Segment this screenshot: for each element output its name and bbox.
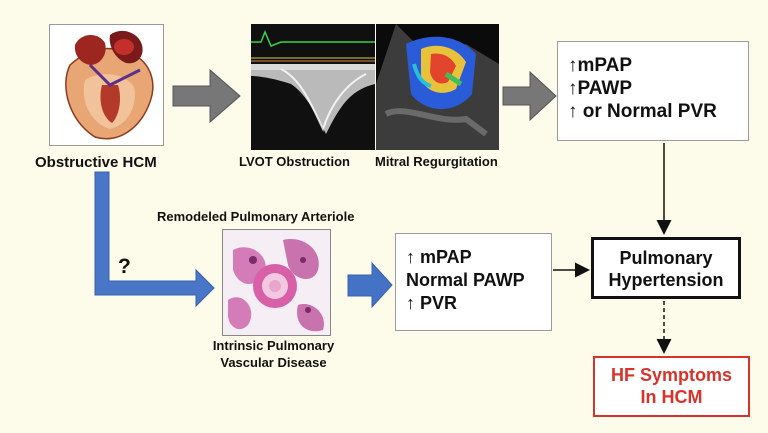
box-mid-line1: ↑ mPAP bbox=[406, 247, 472, 267]
lvot-doppler-image bbox=[251, 24, 375, 150]
heart-icon bbox=[50, 25, 163, 145]
intrinsic-disease-label: Intrinsic Pulmonary Vascular Disease bbox=[205, 337, 342, 371]
histology-icon bbox=[223, 230, 330, 335]
histology-image bbox=[222, 229, 331, 336]
remodeled-arteriole-label: Remodeled Pulmonary Arteriole bbox=[157, 209, 355, 224]
hf-line2: In HCM bbox=[640, 387, 703, 407]
obstructive-hcm-label: Obstructive HCM bbox=[35, 154, 157, 171]
hf-symptoms-box: HF Symptoms In HCM bbox=[593, 356, 750, 417]
gray-arrow-2 bbox=[502, 70, 557, 122]
lvot-obstruction-label: LVOT Obstruction bbox=[239, 154, 350, 169]
blue-l-arrow bbox=[94, 171, 215, 308]
intrinsic-line1: Intrinsic Pulmonary bbox=[212, 338, 335, 353]
mitral-regurgitation-label: Mitral Regurgitation bbox=[375, 154, 498, 169]
blue-arrow-2 bbox=[347, 261, 393, 309]
hemodynamics-box-middle: ↑ mPAP Normal PAWP ↑ PVR bbox=[395, 233, 552, 331]
hf-line1: HF Symptoms bbox=[610, 365, 733, 385]
intrinsic-line2: Vascular Disease bbox=[220, 355, 327, 370]
box-top-line2: ↑PAWP bbox=[568, 78, 633, 99]
heart-illustration-image bbox=[49, 24, 164, 146]
box-mid-line3: ↑ PVR bbox=[406, 293, 458, 313]
box-top-line3: ↑ or Normal PVR bbox=[568, 101, 717, 122]
hemodynamics-box-top: ↑mPAP ↑PAWP ↑ or Normal PVR bbox=[557, 41, 749, 141]
color-doppler-echo-icon bbox=[376, 24, 499, 150]
gray-arrow-1 bbox=[172, 68, 241, 124]
box-top-line1: ↑mPAP bbox=[568, 55, 633, 76]
doppler-echo-icon bbox=[251, 24, 375, 150]
question-mark-label: ? bbox=[118, 255, 131, 278]
pulmonary-hypertension-box: Pulmonary Hypertension bbox=[591, 237, 741, 299]
ph-line2: Hypertension bbox=[608, 270, 724, 290]
ph-line1: Pulmonary bbox=[619, 248, 713, 268]
mitral-regurgitation-echo-image bbox=[376, 24, 499, 150]
box-mid-line2: Normal PAWP bbox=[406, 270, 525, 290]
